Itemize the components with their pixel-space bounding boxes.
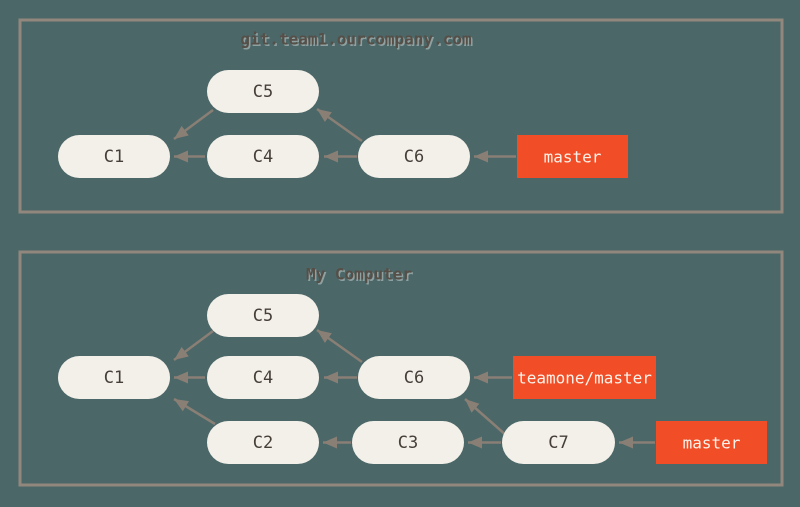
commit-label: C1 xyxy=(104,147,124,167)
commit-label: C5 xyxy=(253,82,273,102)
branch-label-shape xyxy=(517,135,628,178)
commit-node-c6-remote: C6 xyxy=(358,135,470,178)
commit-node-shape xyxy=(207,294,319,337)
commit-label: C6 xyxy=(404,147,424,167)
commit-label: C1 xyxy=(104,368,124,388)
commit-node-shape xyxy=(58,356,170,399)
commit-label: C5 xyxy=(253,306,273,326)
repo-title-remote-shadow: git.team1.ourcompany.com xyxy=(242,31,474,50)
edge-c5-to-c1 xyxy=(173,329,214,362)
branch-label-master-local: master xyxy=(656,421,767,464)
commit-label: C4 xyxy=(253,147,273,167)
branch-label-text: teamone/master xyxy=(517,369,652,388)
branch-label-text: master xyxy=(544,148,602,167)
commit-node-shape xyxy=(358,356,470,399)
branch-label-teamone-master: teamone/master xyxy=(513,356,656,399)
branch-label-shape xyxy=(513,356,656,399)
edge-c7-to-c6 xyxy=(464,398,508,437)
commit-node-shape xyxy=(207,356,319,399)
commit-label: C3 xyxy=(398,433,418,453)
branch-label-master-remote: master xyxy=(517,135,628,178)
commit-node-c5-local: C5 xyxy=(207,294,319,337)
edge-c6-to-c5 xyxy=(316,328,363,364)
commit-node-shape xyxy=(207,70,319,113)
edge-c2-to-c1 xyxy=(173,397,216,426)
commit-node-shape xyxy=(207,421,319,464)
commit-label: C4 xyxy=(253,368,273,388)
repo-box-local-border xyxy=(18,250,784,487)
commit-node-c1-remote: C1 xyxy=(58,135,170,178)
commit-node-c4-local: C4 xyxy=(207,356,319,399)
repo-box-remote: git.team1.ourcompany.com git.team1.ourco… xyxy=(18,18,784,214)
commit-node-shape xyxy=(58,135,170,178)
repo-box-remote-border xyxy=(18,18,784,214)
commit-label: C6 xyxy=(404,368,424,388)
commit-node-shape xyxy=(502,421,615,464)
commit-label: C2 xyxy=(253,433,273,453)
commit-node-c1-local: C1 xyxy=(58,356,170,399)
commit-node-c4-remote: C4 xyxy=(207,135,319,178)
commit-node-c6-local: C6 xyxy=(358,356,470,399)
commit-node-shape xyxy=(352,421,464,464)
repo-title-local: My Computer xyxy=(306,265,412,284)
repo-title-remote: git.team1.ourcompany.com xyxy=(240,30,472,49)
commit-node-c2-local: C2 xyxy=(207,421,319,464)
commit-node-c7-local: C7 xyxy=(502,421,615,464)
commit-node-shape xyxy=(207,135,319,178)
repo-title-local-shadow: My Computer xyxy=(308,266,414,285)
commit-node-c3-local: C3 xyxy=(352,421,464,464)
commit-node-c5-remote: C5 xyxy=(207,70,319,113)
edge-c6-to-c5 xyxy=(316,107,363,143)
edge-c5-to-c1 xyxy=(173,108,214,141)
repo-box-local: My Computer My Computer C5 C1 C4 C6 xyxy=(18,250,784,487)
commit-label: C7 xyxy=(548,433,568,453)
branch-label-text: master xyxy=(683,434,741,453)
commit-node-shape xyxy=(358,135,470,178)
branch-label-shape xyxy=(656,421,767,464)
